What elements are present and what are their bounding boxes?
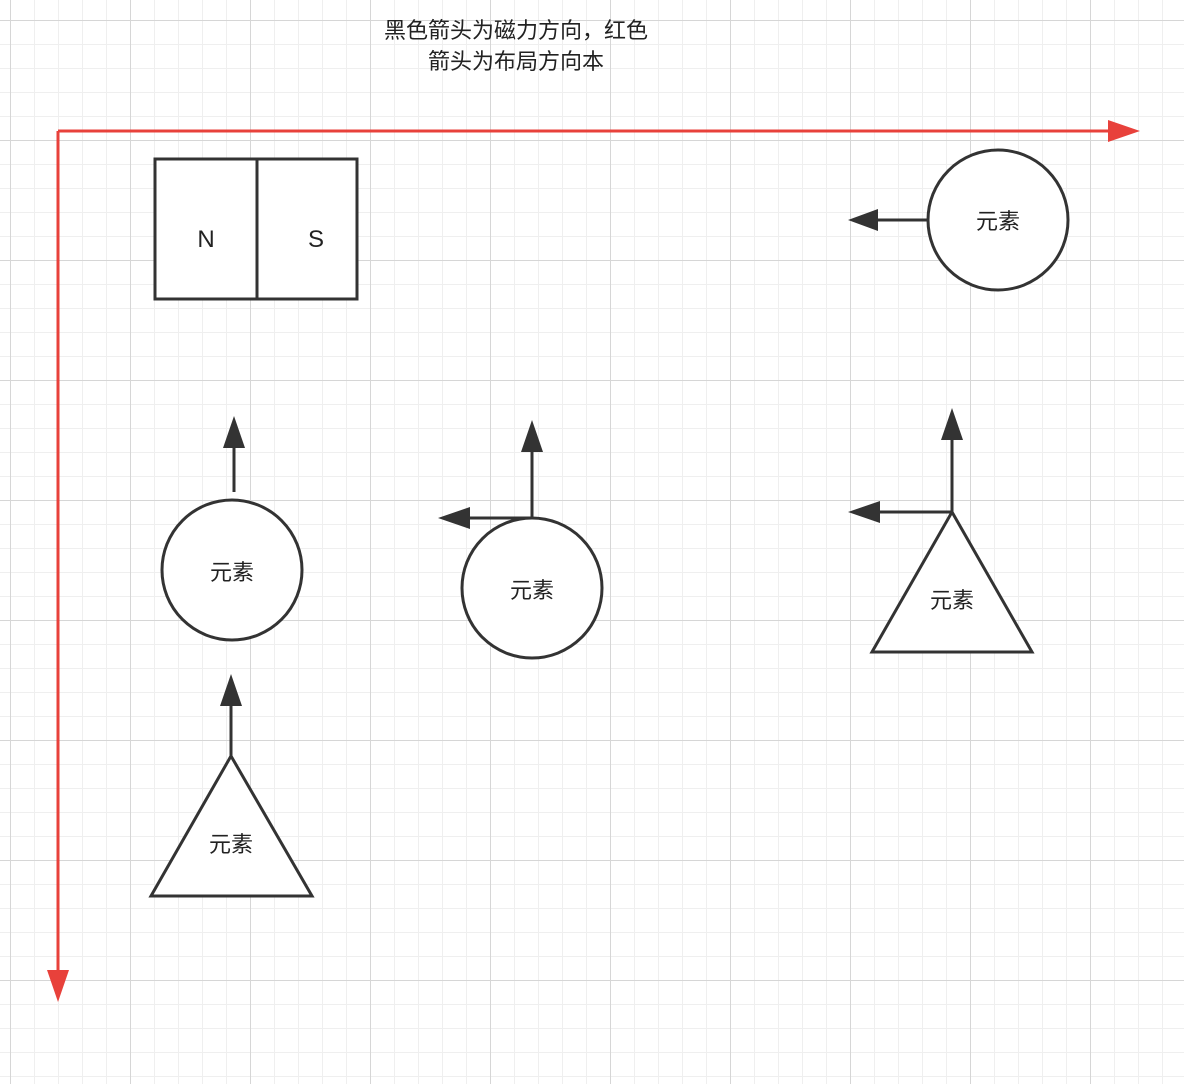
- element-triangle-right: 元素: [848, 408, 1035, 654]
- triangle-shape: [148, 752, 315, 898]
- triangle-label: 元素: [930, 589, 974, 614]
- layout-axes: [47, 120, 1140, 1002]
- magnet-north-label: N: [197, 226, 214, 253]
- force-arrow-left-head: [848, 209, 878, 231]
- layout-arrow-vertical-head: [47, 970, 69, 1002]
- element-circle-left: 元素: [160, 416, 304, 642]
- magnet: N S: [153, 157, 359, 301]
- force-arrow-left-head: [438, 507, 470, 529]
- element-circle-top-right: 元素: [848, 148, 1070, 292]
- circle-label: 元素: [976, 210, 1020, 235]
- element-circle-middle: 元素: [438, 420, 604, 660]
- triangle-label: 元素: [209, 833, 253, 858]
- force-arrow-up-head: [521, 420, 543, 452]
- force-arrow-left-head: [848, 501, 880, 523]
- caption-line-1: 黑色箭头为磁力方向，红色: [383, 19, 648, 44]
- circle-shape: [160, 498, 304, 642]
- force-arrow-up-head: [220, 674, 242, 706]
- triangle-shape: [869, 508, 1035, 654]
- force-arrow-up-head: [941, 408, 963, 440]
- diagram-caption: 黑色箭头为磁力方向，红色 箭头为布局方向本: [330, 16, 702, 78]
- circle-label: 元素: [510, 579, 554, 604]
- layout-arrow-horizontal-head: [1108, 120, 1140, 142]
- force-arrow-up-head: [223, 416, 245, 448]
- element-triangle-bottom-left: 元素: [148, 674, 315, 898]
- magnet-south-label: S: [308, 226, 324, 253]
- circle-label: 元素: [210, 561, 254, 586]
- caption-line-2: 箭头为布局方向本: [427, 50, 604, 75]
